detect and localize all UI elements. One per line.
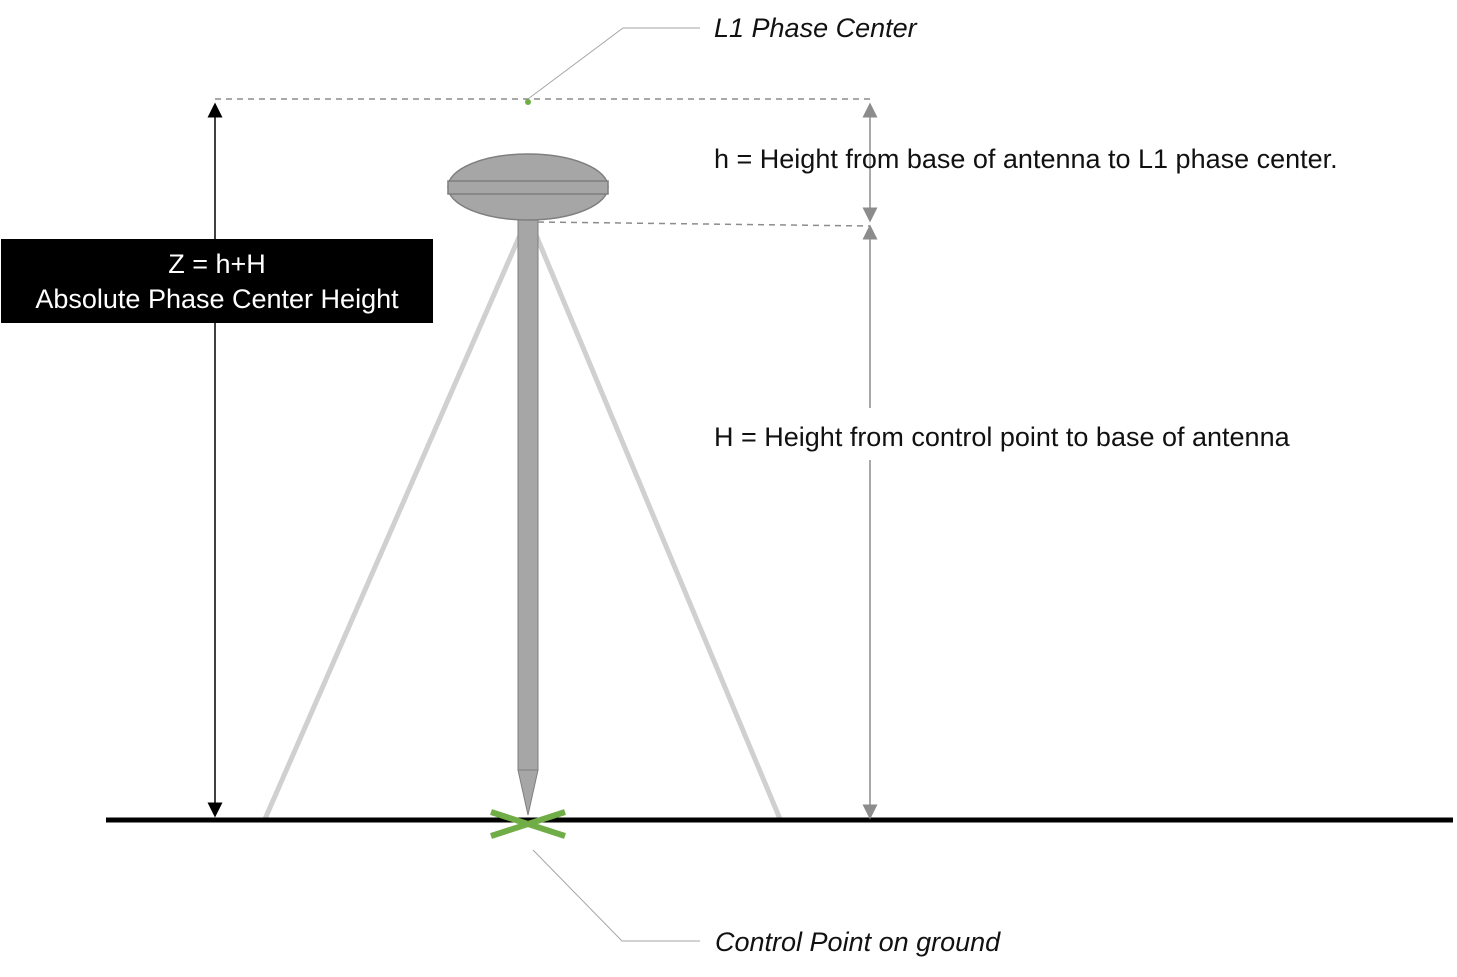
phase-center-dot (525, 99, 531, 105)
antenna-band (447, 180, 609, 195)
phase-center-leader-line (527, 27, 700, 100)
tripod-leg-right (533, 234, 783, 820)
control-point-leader-line (532, 849, 700, 942)
range-pole (517, 217, 539, 771)
l1-phase-center-label: L1 Phase Center (714, 13, 917, 43)
control-point-marker (490, 809, 566, 839)
z-caption: Absolute Phase Center Height (35, 284, 399, 314)
h-definition-label: h = Height from base of antenna to L1 ph… (714, 144, 1338, 174)
control-point-label: Control Point on ground (715, 927, 1001, 957)
H-definition-label: H = Height from control point to base of… (714, 422, 1290, 453)
tripod-leg-left (262, 233, 523, 821)
pole-tip (517, 769, 539, 816)
antenna-base-dashed-line (537, 221, 871, 227)
z-formula-box: Z = h+H Absolute Phase Center Height (1, 239, 433, 323)
z-formula: Z = h+H (168, 249, 266, 279)
